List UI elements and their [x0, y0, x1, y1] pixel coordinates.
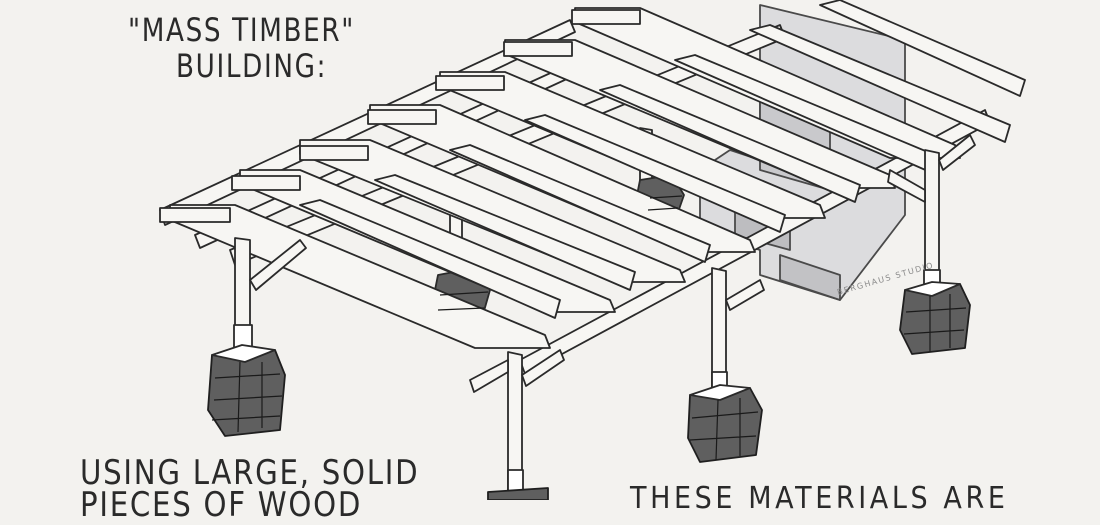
timber-frame-illustration [159, 0, 1026, 500]
studio-watermark: BERGHAUS STUDIO [836, 261, 935, 297]
watermark-text: BERGHAUS STUDIO [836, 261, 935, 297]
purlin-ends [159, 9, 641, 223]
caption-left-line-1: USING LARGE, SOLID [80, 453, 420, 493]
title-line-2: BUILDING: [176, 47, 328, 85]
front-footings [207, 283, 971, 500]
title-line-1: "MASS TIMBER" [128, 11, 355, 49]
stone-texture [211, 195, 967, 461]
rafters-right [299, 0, 1026, 319]
footing-caps [211, 281, 961, 401]
rafters-left [169, 7, 961, 349]
front-posts [234, 149, 940, 493]
knee-braces [249, 134, 976, 393]
